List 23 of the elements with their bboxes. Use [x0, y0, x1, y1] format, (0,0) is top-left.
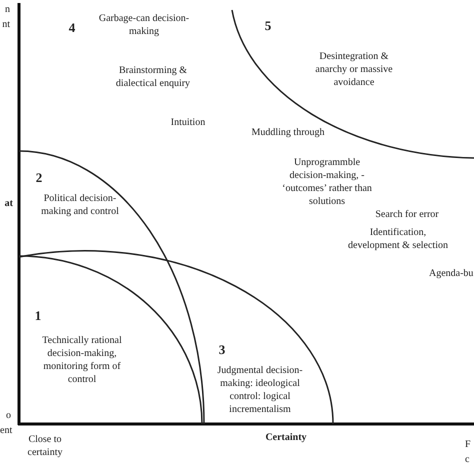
region-text: Political decision-making and control: [40, 192, 120, 218]
region-number: 2: [34, 169, 44, 187]
axis-label: n nt: [1, 3, 10, 32]
region-text: Intuition: [170, 116, 206, 129]
region-text: Identification, development & selection: [347, 226, 449, 252]
region-text: Garbage-can decision-making: [98, 12, 190, 38]
region-text: Judgmental decision-making: ideological control: logical incrementalism: [216, 364, 304, 416]
region-number: 3: [218, 341, 226, 359]
region-text: Muddling through: [250, 126, 326, 139]
region-text: Close to certainty: [26, 433, 64, 459]
region-text: Unprogrammble decision-making, - ‘outcomes’ rather than solutions: [281, 156, 373, 208]
region-text: Desintegration & anarchy or massive avoidance: [314, 50, 394, 89]
axis-label: o ent: [0, 409, 11, 438]
region-text: Brainstorming & dialectical enquiry: [114, 64, 192, 90]
axis-label: at: [4, 197, 13, 211]
axis-label: Certainty: [264, 431, 308, 445]
region-number: 1: [34, 307, 42, 325]
region-text: Search for error: [374, 208, 440, 221]
region-number: 4: [68, 19, 76, 37]
region-number: 5: [264, 17, 272, 35]
region-text: Technically rational decision-making, monitoring form of control: [41, 334, 123, 386]
region-text: Agenda-bu: [429, 267, 474, 280]
axis-label: F c: [465, 438, 472, 467]
